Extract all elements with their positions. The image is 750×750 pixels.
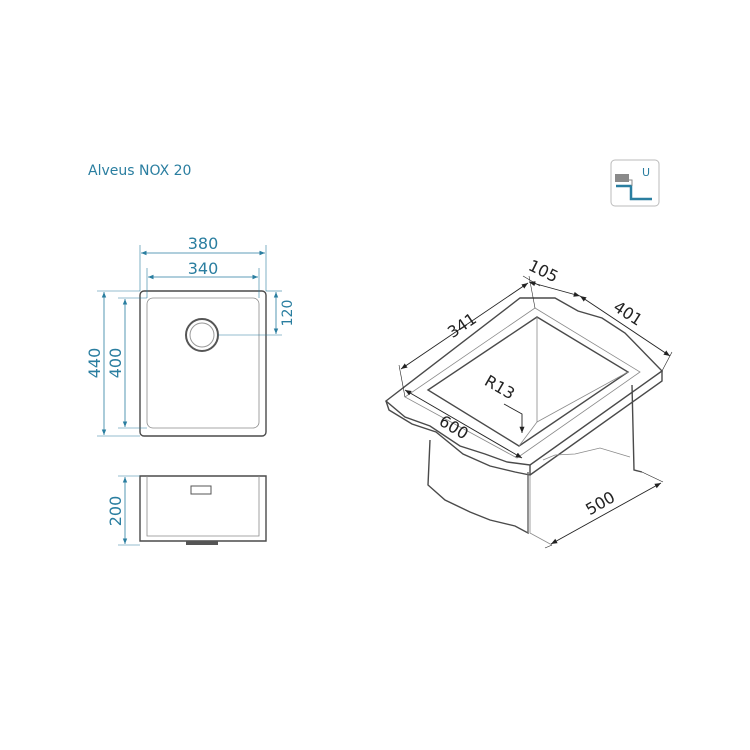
dim-inner-width: 340: [188, 259, 219, 278]
top-view: 380 340 440 400 120: [85, 234, 296, 437]
dim-rim-margin: 105: [526, 256, 562, 286]
dim-bowl-length: 401: [610, 297, 646, 330]
sink-inner-outline: [146, 297, 260, 429]
icon-label: U: [642, 166, 650, 179]
dim-corner-radius: R13: [481, 371, 518, 403]
dim-outer-depth: 440: [85, 348, 104, 379]
dim-bowl-width: 341: [444, 309, 480, 342]
side-view: 200: [106, 475, 267, 546]
undermount-installation-icon: U: [610, 159, 660, 207]
sink-outer-outline: [139, 290, 267, 437]
dim-bowl-depth: 200: [106, 496, 125, 527]
dim-drain-offset: 120: [280, 300, 296, 327]
product-title: Alveus NOX 20: [88, 163, 191, 179]
dim-outer-width: 380: [188, 234, 219, 253]
drain-hole: [185, 318, 219, 352]
dim-inner-depth: 400: [106, 348, 125, 379]
dim-cabinet-depth: 500: [582, 487, 618, 519]
dim-cabinet-width: 600: [436, 411, 472, 443]
isometric-view: 341 105 401 R13 600 500: [384, 256, 673, 549]
